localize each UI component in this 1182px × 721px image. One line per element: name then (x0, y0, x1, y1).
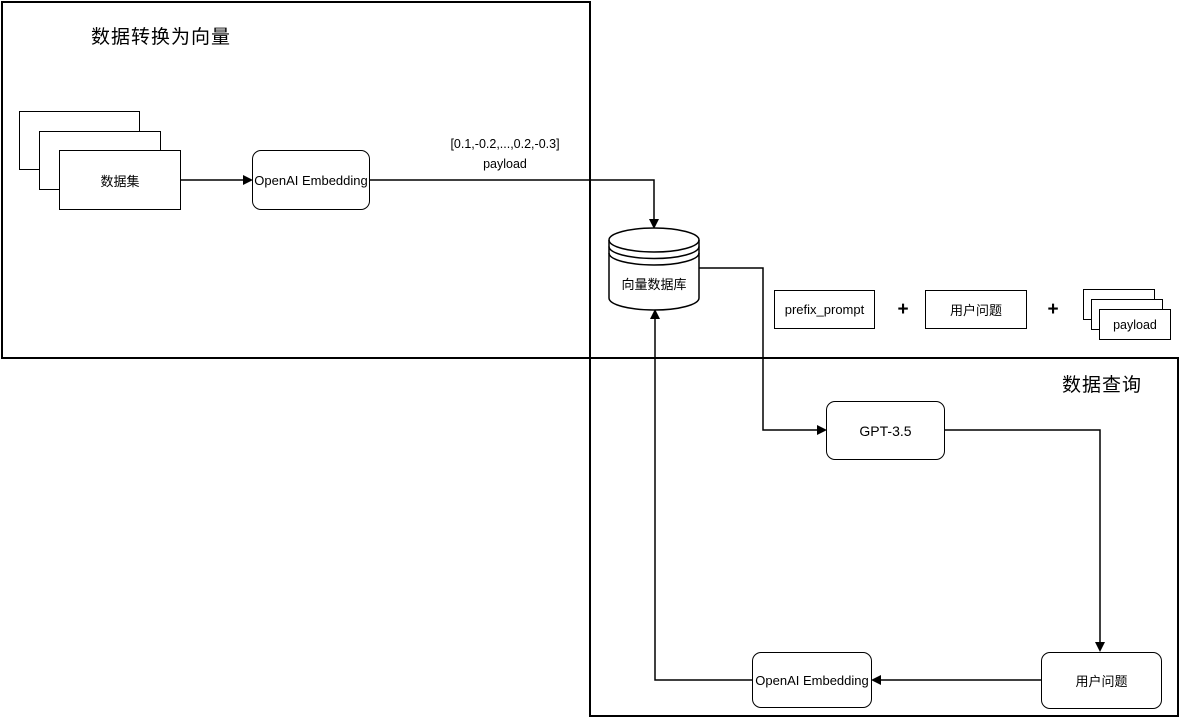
gpt-node: GPT-3.5 (826, 401, 945, 460)
arrowhead-into-embedding (243, 175, 253, 185)
edge-gpt-to-user-question (945, 429, 1101, 642)
arrowhead-into-embedding-query (871, 675, 881, 685)
prefix-prompt-label: prefix_prompt (784, 302, 865, 317)
vector-values-text: [0.1,-0.2,...,0.2,-0.3] (450, 137, 560, 151)
vector-db-label: 向量数据库 (621, 277, 687, 292)
payload-label: payload (1113, 317, 1157, 332)
user-question-node: 用户问题 (1041, 652, 1162, 709)
vector-db-cylinder (608, 227, 700, 311)
plus-sign-2: + (1047, 299, 1059, 320)
vector-annotation: [0.1,-0.2,...,0.2,-0.3] payload (415, 134, 595, 174)
embedding-transform-label: OpenAI Embedding (254, 172, 368, 188)
embedding-transform-node: OpenAI Embedding (252, 150, 370, 210)
dataset-label: 数据集 (100, 173, 140, 189)
dataset-node: 数据集 (59, 150, 181, 210)
region-transform-title: 数据转换为向量 (91, 27, 232, 48)
edge-embedding-to-vectordb (370, 179, 655, 219)
edge-embedding-to-vectordb-return (654, 319, 752, 681)
payload-node: payload (1099, 309, 1171, 340)
arrowhead-into-gpt (817, 425, 827, 435)
edge-vectordb-to-gpt (699, 267, 817, 431)
arrowhead-into-vectordb-top (649, 219, 659, 229)
region-query-box (589, 357, 1179, 717)
arrowhead-into-vectordb-bottom (650, 309, 660, 319)
embedding-query-node: OpenAI Embedding (752, 652, 872, 708)
plus-sign-1: + (897, 299, 909, 320)
vector-payload-text: payload (483, 157, 527, 171)
prefix-prompt-node: prefix_prompt (774, 290, 875, 329)
user-question-label: 用户问题 (1075, 674, 1128, 689)
embedding-query-label: OpenAI Embedding (755, 672, 869, 688)
region-query-title: 数据查询 (1062, 375, 1143, 396)
arrowhead-into-user-question (1095, 642, 1105, 652)
user-question-inline-node: 用户问题 (925, 290, 1027, 329)
user-question-inline-label: 用户问题 (949, 303, 1002, 318)
gpt-label: GPT-3.5 (859, 422, 912, 439)
